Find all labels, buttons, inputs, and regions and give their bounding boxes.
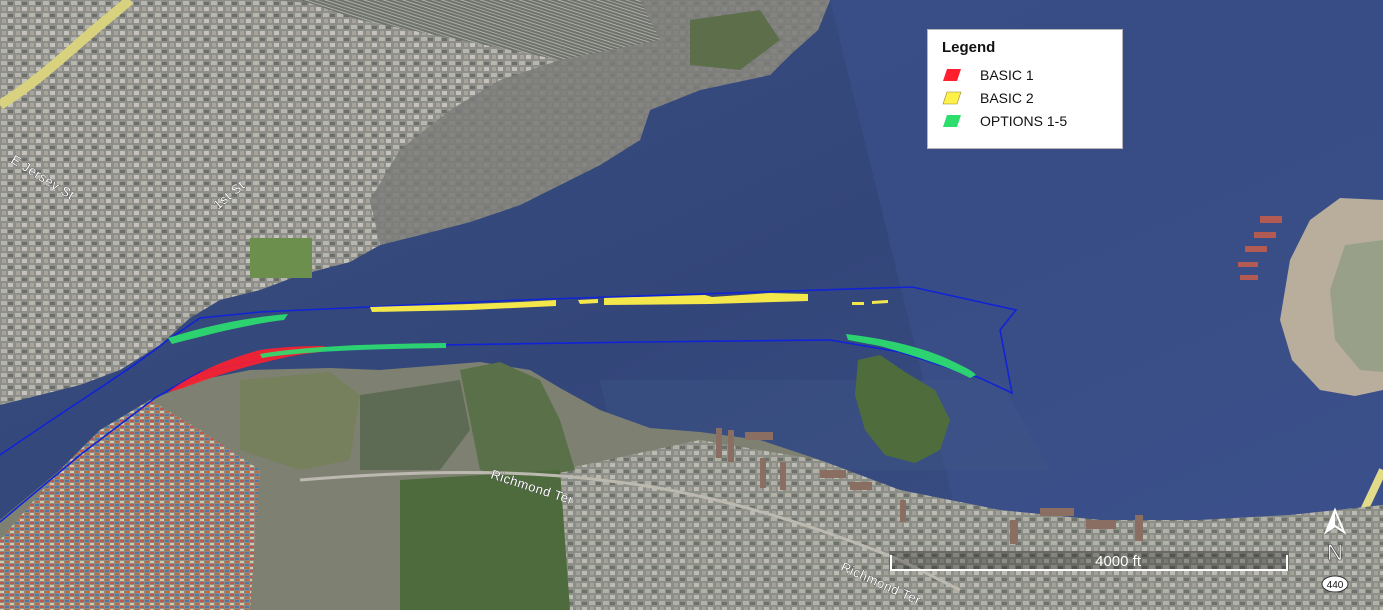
legend-item-basic-2: BASIC 2 [942,86,1110,109]
wooded-peninsula [460,362,575,480]
rail-yard [300,0,660,60]
north-arrow-icon: N [1323,507,1347,565]
legend-item-basic-1: BASIC 1 [942,63,1110,86]
green-patch [690,10,780,70]
channel-outline [0,286,1018,523]
basic-2-area-a [370,300,556,312]
anchored-ships [1238,216,1282,280]
scale-bar: 4000 ft [889,551,1289,573]
scale-bar-graphic [889,551,1289,571]
island [855,355,950,463]
legend: Legend BASIC 1 BASIC 2 OPTIONS 1-5 [927,29,1123,149]
route-number: 440 [1327,580,1344,591]
sports-field [250,238,312,278]
legend-label-basic-1: BASIC 1 [980,66,1034,83]
piers [716,428,1143,544]
basic-2-area-b [578,299,598,304]
marsh-land [240,372,360,470]
legend-label-options: OPTIONS 1-5 [980,112,1068,129]
scale-label: 4000 ft [1095,553,1141,570]
container-port [0,400,260,610]
highway [0,0,134,110]
basic-2-area-d [852,300,888,305]
options-area-east [846,334,976,378]
road-richmond [299,471,961,592]
options-swatch-icon [943,114,961,127]
land-east-detail [1330,240,1383,372]
options-area-west [168,314,288,344]
wetland [360,380,470,470]
legend-label-basic-2: BASIC 2 [980,89,1034,106]
legend-title: Legend [942,39,996,56]
forest-south [400,470,570,610]
basic-2-area-c [604,293,808,305]
basic-2-swatch-icon [942,91,962,104]
legend-item-options: OPTIONS 1-5 [942,109,1110,132]
options-area-channel [260,343,446,358]
route-shield-icon: 440 [1321,575,1349,593]
basic-1-swatch-icon [943,68,961,81]
water-shade [830,0,1383,610]
north-label: N [1327,540,1343,565]
